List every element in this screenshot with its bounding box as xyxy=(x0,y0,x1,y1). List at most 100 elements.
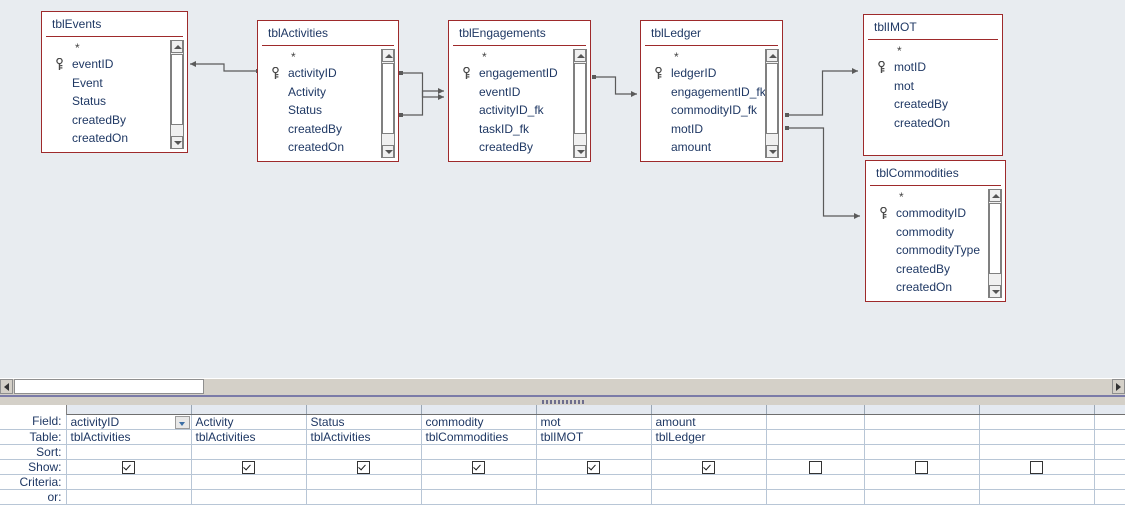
column-selector-6[interactable] xyxy=(766,405,865,415)
criteria-cell-1[interactable] xyxy=(191,474,307,490)
field-list-scrollbar[interactable] xyxy=(573,49,587,158)
sort-cell-9[interactable] xyxy=(1094,444,1125,460)
show-checkbox-cell-0[interactable] xyxy=(66,459,192,475)
field-list-scrollbar[interactable] xyxy=(381,49,395,158)
field-cell-7[interactable] xyxy=(864,414,980,430)
criteria-cell-0[interactable] xyxy=(66,474,192,490)
field-item-amount[interactable]: amount xyxy=(641,138,782,157)
field-item-commodityID[interactable]: commodityID xyxy=(866,204,1005,223)
table-cell-9[interactable] xyxy=(1094,429,1125,445)
or-cell-3[interactable] xyxy=(421,489,537,505)
criteria-cell-4[interactable] xyxy=(536,474,652,490)
field-item-asterisk[interactable]: * xyxy=(482,50,487,64)
table-window-title[interactable]: tblLedger xyxy=(641,21,782,45)
table-cell-7[interactable] xyxy=(864,429,980,445)
show-checkbox[interactable] xyxy=(357,460,370,474)
field-item-engagementID[interactable]: engagementID xyxy=(449,64,590,83)
show-checkbox[interactable] xyxy=(808,460,822,474)
field-cell-1[interactable]: Activity xyxy=(191,414,307,430)
table-window-title[interactable]: tblEngagements xyxy=(449,21,590,45)
field-item-motID[interactable]: motID xyxy=(864,58,1002,77)
or-cell-8[interactable] xyxy=(979,489,1095,505)
field-item-eventID[interactable]: eventID xyxy=(42,55,187,74)
join-activities-to-engagements-a[interactable] xyxy=(399,71,444,100)
scroll-up-arrow-icon[interactable] xyxy=(382,49,394,62)
field-item-createdOn[interactable]: createdOn xyxy=(42,129,187,148)
field-item-createdOn[interactable]: createdOn xyxy=(866,278,1005,297)
sort-cell-5[interactable] xyxy=(651,444,767,460)
field-scroll-thumb[interactable] xyxy=(989,203,1001,274)
column-selector-1[interactable] xyxy=(191,405,307,415)
field-item-asterisk[interactable]: * xyxy=(897,44,902,58)
field-scroll-thumb[interactable] xyxy=(171,54,183,125)
column-selector-2[interactable] xyxy=(306,405,422,415)
table-cell-6[interactable] xyxy=(766,429,865,445)
scroll-down-arrow-icon[interactable] xyxy=(171,136,183,149)
sort-cell-4[interactable] xyxy=(536,444,652,460)
criteria-cell-7[interactable] xyxy=(864,474,980,490)
or-cell-5[interactable] xyxy=(651,489,767,505)
scroll-down-arrow-icon[interactable] xyxy=(382,145,394,158)
field-item-commodityType[interactable]: commodityType xyxy=(866,241,1005,260)
table-window-title[interactable]: tblCommodities xyxy=(866,161,1005,185)
sort-cell-7[interactable] xyxy=(864,444,980,460)
table-window-title[interactable]: tblIMOT xyxy=(864,15,1002,39)
field-item-createdOn[interactable]: createdOn xyxy=(864,114,1002,133)
sort-cell-6[interactable] xyxy=(766,444,865,460)
field-list-scrollbar[interactable] xyxy=(765,49,779,158)
show-checkbox[interactable] xyxy=(1030,460,1043,474)
join-engagements-to-ledger[interactable] xyxy=(592,75,637,97)
field-cell-5[interactable]: amount xyxy=(651,414,767,430)
sort-cell-2[interactable] xyxy=(306,444,422,460)
table-cell-1[interactable]: tblActivities xyxy=(191,429,307,445)
field-item-ledgerID[interactable]: ledgerID xyxy=(641,64,782,83)
scroll-down-arrow-icon[interactable] xyxy=(574,145,586,158)
field-item-createdBy[interactable]: createdBy xyxy=(42,111,187,130)
field-list-scrollbar[interactable] xyxy=(988,189,1002,298)
column-selector-5[interactable] xyxy=(651,405,767,415)
scroll-up-arrow-icon[interactable] xyxy=(171,40,183,53)
show-checkbox[interactable] xyxy=(122,460,135,474)
column-selector-0[interactable] xyxy=(66,405,192,415)
show-checkbox-cell-4[interactable] xyxy=(536,459,652,475)
field-item-createdBy[interactable]: createdBy xyxy=(864,95,1002,114)
scroll-right-arrow-icon[interactable] xyxy=(1112,379,1125,394)
or-cell-1[interactable] xyxy=(191,489,307,505)
field-item-createdBy[interactable]: createdBy xyxy=(866,260,1005,279)
criteria-cell-8[interactable] xyxy=(979,474,1095,490)
field-scroll-thumb[interactable] xyxy=(574,63,586,134)
field-item-Activity[interactable]: Activity xyxy=(258,83,398,102)
show-checkbox-cell-6[interactable] xyxy=(766,459,865,475)
or-cell-7[interactable] xyxy=(864,489,980,505)
field-item-asterisk[interactable]: * xyxy=(291,50,296,64)
field-item-commodity[interactable]: commodity xyxy=(866,223,1005,242)
table-cell-2[interactable]: tblActivities xyxy=(306,429,422,445)
field-cell-4[interactable]: mot xyxy=(536,414,652,430)
field-dropdown-icon[interactable] xyxy=(174,415,190,428)
show-checkbox-cell-2[interactable] xyxy=(306,459,422,475)
scroll-up-arrow-icon[interactable] xyxy=(989,189,1001,202)
show-checkbox[interactable] xyxy=(472,460,485,474)
field-item-motID[interactable]: motID xyxy=(641,120,782,139)
field-item-createdOn[interactable]: createdOn xyxy=(258,138,398,157)
field-item-createdBy[interactable]: createdBy xyxy=(258,120,398,139)
show-checkbox-cell-7[interactable] xyxy=(864,459,980,475)
column-selector-8[interactable] xyxy=(979,405,1095,415)
table-cell-8[interactable] xyxy=(979,429,1095,445)
or-cell-9[interactable] xyxy=(1094,489,1125,505)
show-checkbox[interactable] xyxy=(915,460,928,474)
show-checkbox-cell-8[interactable] xyxy=(979,459,1095,475)
sort-cell-8[interactable] xyxy=(979,444,1095,460)
field-cell-2[interactable]: Status xyxy=(306,414,422,430)
criteria-cell-6[interactable] xyxy=(766,474,865,490)
field-item-asterisk[interactable]: * xyxy=(75,41,80,55)
field-cell-9[interactable] xyxy=(1094,414,1125,430)
field-cell-0[interactable]: activityID xyxy=(66,414,192,430)
